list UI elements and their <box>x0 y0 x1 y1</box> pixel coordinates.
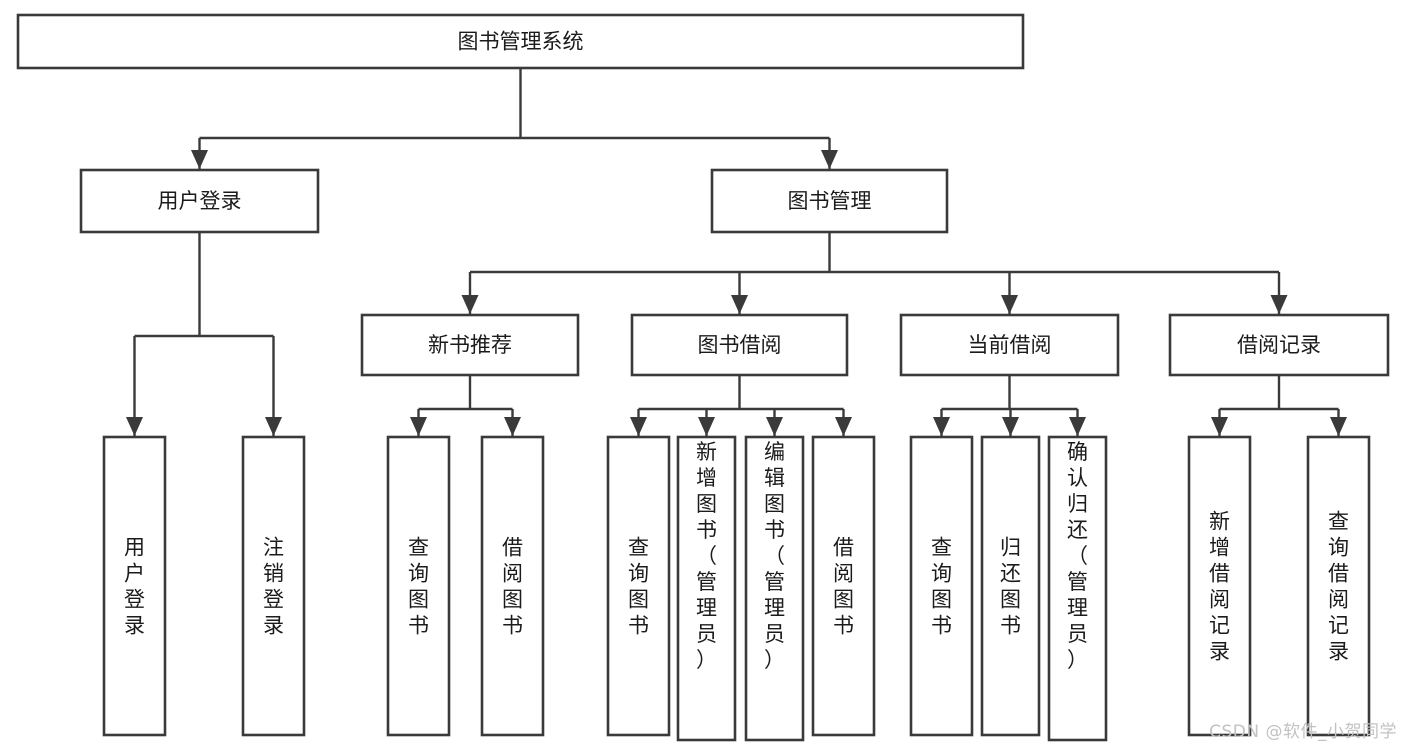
bookmanage-to-l2-arrow-0 <box>461 295 479 314</box>
currentborrow-to-leaves-arrow-1 <box>1002 417 1019 436</box>
node-leaf-edit-book-label: 编辑图书（管理员） <box>764 440 785 672</box>
node-leaf-return-book-box <box>980 435 1041 737</box>
node-leaf-logout-box <box>241 435 306 737</box>
node-leaf-add-book-box <box>676 435 737 742</box>
bookmanage-to-l2-arrow-1 <box>731 295 748 314</box>
node-leaf-logout[interactable]: 注销登录 <box>241 435 306 737</box>
node-leaf-borrow-book-2-label: 借阅图书 <box>833 535 854 637</box>
node-leaf-confirm-return[interactable]: 确认归还（管理员） <box>1047 435 1108 742</box>
newbook-to-leaves-arrow-0 <box>410 417 427 436</box>
node-leaf-borrow-book-2-box <box>811 435 876 737</box>
node-leaf-return-book[interactable]: 归还图书 <box>980 435 1041 737</box>
userlogin-to-leaves-arrow-1 <box>265 417 282 436</box>
node-leaf-query-book-2-box <box>606 435 671 737</box>
node-leaf-query-book-3-label: 查询图书 <box>931 535 952 637</box>
node-new-book-rec[interactable]: 新书推荐 <box>360 313 580 377</box>
root-to-l1-arrow-0 <box>191 150 208 169</box>
node-current-borrow[interactable]: 当前借阅 <box>899 313 1120 377</box>
bookborrow-to-leaves-arrow-3 <box>835 417 852 436</box>
connectors-layer <box>126 68 1347 436</box>
node-leaf-user-login[interactable]: 用户登录 <box>102 435 167 737</box>
node-book-borrow-box <box>630 313 849 377</box>
bookmanage-to-l2-arrow-3 <box>1270 295 1288 314</box>
node-borrow-record[interactable]: 借阅记录 <box>1168 313 1390 377</box>
root-to-l1-arrow-1 <box>821 150 838 169</box>
node-leaf-user-login-label: 用户登录 <box>124 535 145 637</box>
node-leaf-query-record-label: 查询借阅记录 <box>1328 509 1349 663</box>
node-book-manage[interactable]: 图书管理 <box>710 168 949 234</box>
node-leaf-query-book-2[interactable]: 查询图书 <box>606 435 671 737</box>
node-leaf-edit-book-box <box>744 435 805 742</box>
node-leaf-logout-label: 注销登录 <box>263 535 284 637</box>
node-leaf-borrow-book-1-label: 借阅图书 <box>502 535 523 637</box>
csdn-watermark: CSDN @软件_小贺同学 <box>1209 722 1397 742</box>
node-leaf-edit-book[interactable]: 编辑图书（管理员） <box>744 435 805 742</box>
node-current-borrow-label: 当前借阅 <box>968 333 1052 357</box>
node-leaf-query-record[interactable]: 查询借阅记录 <box>1306 435 1371 737</box>
node-leaf-query-book-2-label: 查询图书 <box>628 535 649 637</box>
nodes-layer: 图书管理系统用户登录图书管理新书推荐图书借阅当前借阅借阅记录用户登录注销登录查询… <box>16 13 1390 742</box>
node-user-login[interactable]: 用户登录 <box>79 168 320 234</box>
node-book-manage-label: 图书管理 <box>788 189 872 213</box>
borrowrecord-to-leaves-arrow-1 <box>1330 417 1347 436</box>
node-leaf-query-book-1-box <box>386 435 451 737</box>
bookborrow-to-leaves-arrow-1 <box>698 417 715 436</box>
node-leaf-confirm-return-box <box>1047 435 1108 742</box>
node-current-borrow-box <box>899 313 1120 377</box>
currentborrow-to-leaves-arrow-0 <box>933 417 950 436</box>
node-new-book-rec-label: 新书推荐 <box>428 333 512 357</box>
node-leaf-return-book-label: 归还图书 <box>1000 535 1021 637</box>
node-leaf-add-record-box <box>1187 435 1252 737</box>
node-leaf-add-record-label: 新增借阅记录 <box>1209 509 1230 663</box>
node-book-borrow[interactable]: 图书借阅 <box>630 313 849 377</box>
node-new-book-rec-box <box>360 313 580 377</box>
node-leaf-query-book-1[interactable]: 查询图书 <box>386 435 451 737</box>
userlogin-to-leaves-arrow-0 <box>126 417 143 436</box>
node-leaf-query-record-box <box>1306 435 1371 737</box>
node-book-manage-box <box>710 168 949 234</box>
node-leaf-query-book-1-label: 查询图书 <box>408 535 429 637</box>
node-leaf-borrow-book-2[interactable]: 借阅图书 <box>811 435 876 737</box>
node-user-login-label: 用户登录 <box>158 189 242 213</box>
node-root-box <box>16 13 1025 70</box>
borrowrecord-to-leaves-arrow-0 <box>1211 417 1228 436</box>
node-leaf-confirm-return-label: 确认归还（管理员） <box>1067 440 1088 672</box>
node-borrow-record-box <box>1168 313 1390 377</box>
node-leaf-add-record[interactable]: 新增借阅记录 <box>1187 435 1252 737</box>
currentborrow-to-leaves-arrow-2 <box>1069 417 1086 436</box>
node-leaf-query-book-3[interactable]: 查询图书 <box>909 435 974 737</box>
node-root-label: 图书管理系统 <box>458 30 584 54</box>
node-leaf-query-book-3-box <box>909 435 974 737</box>
node-book-borrow-label: 图书借阅 <box>698 333 782 357</box>
node-leaf-borrow-book-1[interactable]: 借阅图书 <box>480 435 545 737</box>
newbook-to-leaves-arrow-1 <box>504 417 521 436</box>
node-leaf-user-login-box <box>102 435 167 737</box>
bookborrow-to-leaves-arrow-2 <box>766 417 783 436</box>
node-root[interactable]: 图书管理系统 <box>16 13 1025 70</box>
node-leaf-add-book[interactable]: 新增图书（管理员） <box>676 435 737 742</box>
node-user-login-box <box>79 168 320 234</box>
node-leaf-borrow-book-1-box <box>480 435 545 737</box>
node-leaf-add-book-label: 新增图书（管理员） <box>696 440 717 672</box>
node-borrow-record-label: 借阅记录 <box>1237 333 1321 357</box>
bookborrow-to-leaves-arrow-0 <box>630 417 647 436</box>
bookmanage-to-l2-arrow-2 <box>1001 295 1018 314</box>
